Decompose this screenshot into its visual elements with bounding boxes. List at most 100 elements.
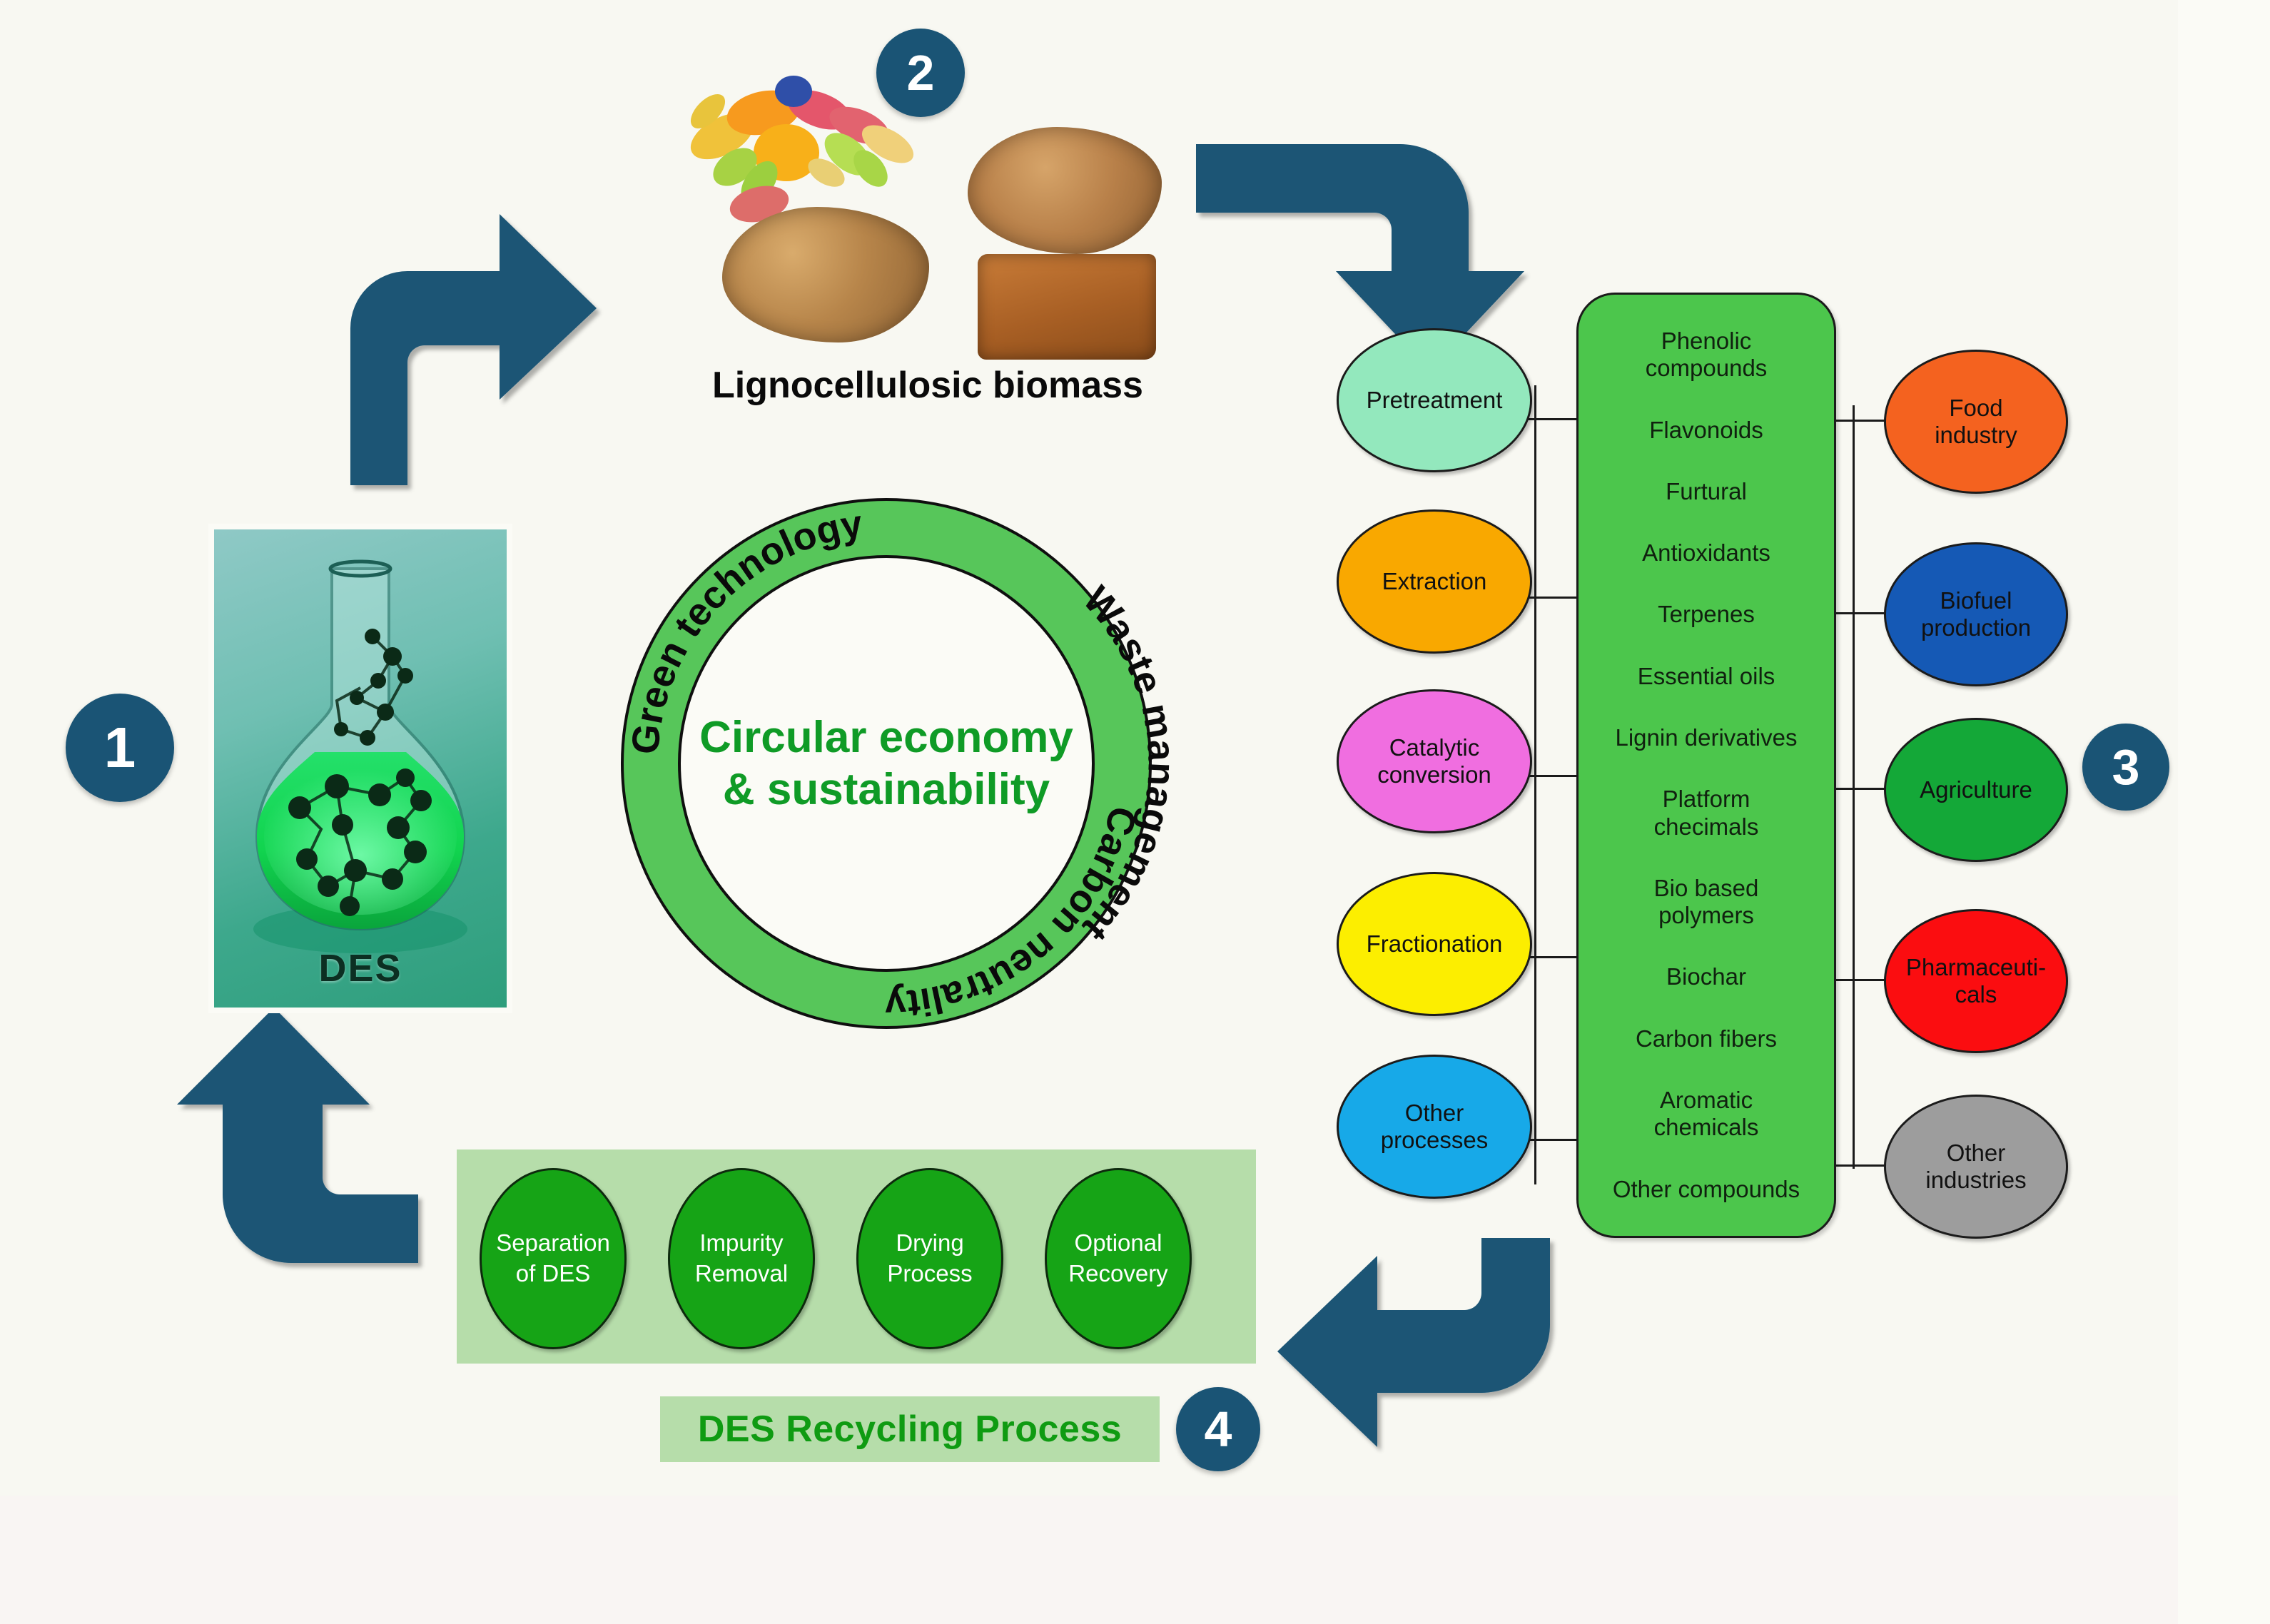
product-line1: Other compounds (1612, 1175, 1800, 1202)
process-node-pretreatment[interactable]: Pretreatment (1337, 328, 1532, 472)
biomass-title: Lignocellulosic biomass (712, 365, 1143, 406)
industry-line1: Food (1949, 395, 2003, 422)
product-item: Bio based polymers (1654, 875, 1759, 930)
recycling-step-line1: Optional (1074, 1229, 1162, 1257)
badge-1: 1 (66, 694, 174, 802)
recycling-step-line1: Impurity (699, 1229, 784, 1257)
connector-agriculture (1834, 788, 1890, 790)
product-line1: Antioxidants (1642, 539, 1770, 567)
product-item: Antioxidants (1642, 539, 1770, 567)
des-label: DES (318, 947, 402, 990)
biomass-block-dark-icon (978, 254, 1156, 360)
badge-4: 4 (1176, 1387, 1260, 1471)
product-item: Furtural (1666, 478, 1747, 505)
badge-1-label: 1 (103, 716, 136, 779)
product-line2: chemicals (1653, 1114, 1759, 1141)
connector-other-processes (1522, 1139, 1578, 1141)
product-item: Carbon fibers (1636, 1025, 1777, 1052)
des-image-card: DES (214, 529, 507, 1008)
industry-node-biofuel-production[interactable]: Biofuel production (1884, 542, 2068, 686)
connector-extraction (1522, 597, 1578, 599)
process-label: Extraction (1382, 568, 1487, 595)
product-item: Other compounds (1613, 1176, 1800, 1203)
industry-line1: Pharmaceuti- (1905, 954, 2047, 981)
product-line1: Platform (1662, 786, 1750, 813)
recycling-step-drying-process[interactable]: Drying Process (856, 1168, 1003, 1349)
product-item: Flavonoids (1649, 417, 1763, 444)
process-label-line2: conversion (1377, 761, 1491, 788)
product-line1: Phenolic (1661, 328, 1752, 355)
recycling-step-line2: Removal (694, 1260, 789, 1286)
process-node-other-processes[interactable]: Other processes (1337, 1055, 1532, 1199)
product-item: Essential oils (1638, 663, 1775, 690)
product-item: Biochar (1666, 963, 1746, 990)
figure-footer-band (0, 1496, 2178, 1624)
badge-3-label: 3 (2112, 739, 2140, 795)
process-label: Fractionation (1366, 930, 1503, 958)
industry-line1: Biofuel (1940, 587, 2012, 614)
product-line2: compounds (1645, 355, 1768, 382)
industry-line2: production (1920, 614, 2032, 641)
badge-3: 3 (2082, 724, 2169, 811)
connector-biofuel (1834, 612, 1890, 614)
biomass-chunk-icon (722, 207, 929, 342)
badge-4-label: 4 (1204, 1401, 1232, 1457)
product-item: Aromatic chemicals (1654, 1087, 1759, 1142)
recycling-step-line2: Recovery (1068, 1260, 1168, 1286)
connector-other-industries (1834, 1164, 1890, 1167)
process-label-line1: Catalytic (1389, 734, 1480, 761)
industry-line2: industries (1925, 1167, 2027, 1193)
product-item: Phenolic compounds (1646, 328, 1768, 382)
connector-pretreatment (1522, 418, 1578, 420)
industry-node-other-industries[interactable]: Other industries (1884, 1095, 2068, 1239)
product-line1: Furtural (1666, 477, 1747, 504)
product-item: Lignin derivatives (1616, 724, 1798, 751)
recycling-step-line2: of DES (515, 1260, 591, 1286)
product-line1: Bio based (1653, 874, 1759, 901)
product-line2: polymers (1658, 902, 1754, 929)
process-label-line1: Other (1404, 1100, 1464, 1127)
recycling-step-separation-of-des[interactable]: Separation of DES (480, 1168, 627, 1349)
recycling-step-impurity-removal[interactable]: Impurity Removal (668, 1168, 815, 1349)
biomass-block-icon (968, 127, 1162, 254)
connector-pharmaceuticals (1834, 979, 1890, 981)
industry-line1: Other (1946, 1140, 2006, 1167)
connector-food-industry (1834, 420, 1890, 422)
product-line1: Essential oils (1637, 662, 1775, 689)
process-label: Pretreatment (1366, 387, 1503, 414)
process-node-catalytic-conversion[interactable]: Catalytic conversion (1337, 689, 1532, 833)
des-recycling-band: Separation of DES Impurity Removal Dryin… (457, 1150, 1256, 1364)
process-label-line2: processes (1380, 1127, 1489, 1153)
industry-node-pharmaceuticals[interactable]: Pharmaceuti- cals (1884, 909, 2068, 1053)
recycling-step-line1: Drying (896, 1229, 964, 1257)
des-recycling-title: DES Recycling Process (697, 1409, 1123, 1450)
connector-fractionation (1522, 956, 1578, 958)
product-line1: Carbon fibers (1635, 1025, 1778, 1052)
badge-2-label: 2 (906, 45, 935, 101)
process-node-fractionation[interactable]: Fractionation (1337, 872, 1532, 1016)
recycling-step-line2: Process (887, 1260, 973, 1286)
industry-node-food-industry[interactable]: Food industry (1884, 350, 2068, 494)
badge-2: 2 (876, 29, 965, 117)
recycling-step-optional-recovery[interactable]: Optional Recovery (1045, 1168, 1192, 1349)
product-line1: Flavonoids (1649, 416, 1763, 443)
product-item: Terpenes (1658, 601, 1755, 628)
product-line1: Lignin derivatives (1615, 724, 1798, 751)
industry-node-agriculture[interactable]: Agriculture (1884, 718, 2068, 862)
industry-line1: Agriculture (1920, 776, 2032, 803)
connector-catalytic (1522, 775, 1578, 777)
product-line1: Aromatic (1659, 1087, 1753, 1114)
product-line1: Terpenes (1658, 601, 1755, 628)
process-node-extraction[interactable]: Extraction (1337, 509, 1532, 654)
product-item: Platform checimals (1654, 786, 1759, 841)
recycling-step-line1: Separation (496, 1229, 610, 1257)
des-recycling-title-box: DES Recycling Process (660, 1396, 1160, 1462)
product-line2: checimals (1653, 813, 1759, 840)
circular-economy-ring: Green technology Waste management Carbon… (579, 457, 1193, 1070)
product-line1: Biochar (1666, 963, 1746, 990)
industry-spine (1853, 405, 1855, 1169)
fruits-vegetables-icon (690, 76, 914, 223)
process-spine (1534, 385, 1536, 1184)
flask-with-molecule-icon (253, 559, 467, 953)
